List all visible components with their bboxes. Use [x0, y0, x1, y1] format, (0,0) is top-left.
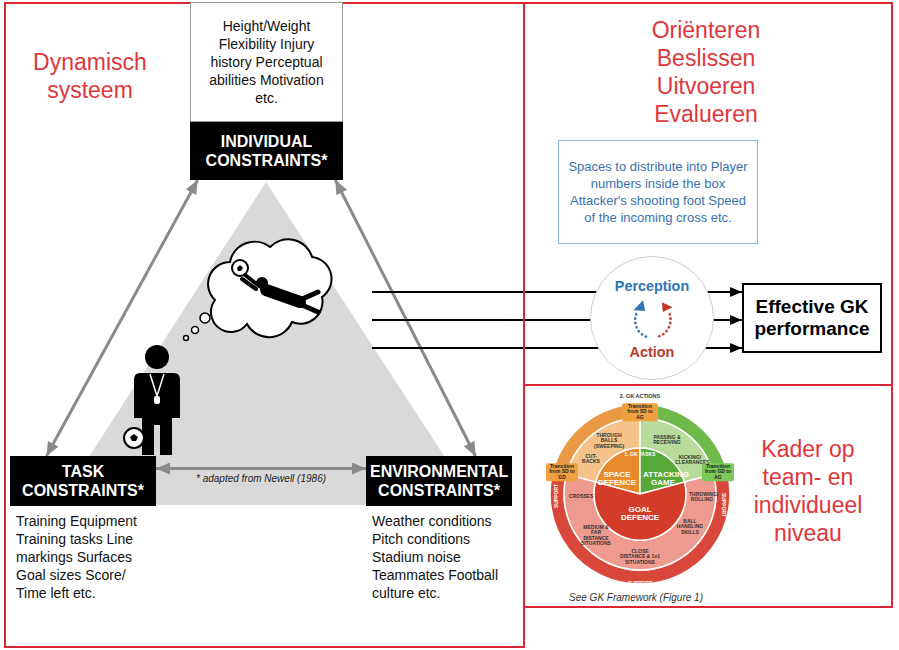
wheel-label: 1. GK TASKS — [620, 452, 660, 457]
wheel-label: Transition from SD to AG — [622, 403, 658, 421]
constraint-header: INDIVIDUAL CONSTRAINTS* — [190, 122, 343, 180]
wheel-label: 2. GK ACTIONS — [605, 394, 675, 400]
thought-bubble — [184, 239, 332, 340]
wheel-label: SUPPORT — [554, 481, 559, 511]
cycle-arrows — [591, 257, 713, 379]
wheel-label: SUPPORT — [720, 490, 725, 520]
wheel-label: SUPPORT — [625, 581, 655, 586]
wheel-label: CROSSES — [568, 494, 594, 499]
node-text: Oriënteren Beslissen Uitvoeren Evalueren — [631, 16, 781, 128]
node-text: Spaces to distribute into Player numbers… — [564, 158, 752, 226]
node-text: Training Equipment Training tasks Line m… — [16, 512, 150, 602]
node-text: Height/Weight Flexibility Injury history… — [197, 17, 336, 107]
wheel-sector — [550, 471, 730, 584]
constraint-list: Weather conditions Pitch conditions Stad… — [366, 506, 512, 640]
region-panel: Oriënteren Beslissen Uitvoeren Evalueren… — [523, 2, 893, 386]
wheel-label: CLOSE DISTANCE & 1v1 SITUATIONS — [620, 549, 660, 565]
constraint-header: TASK CONSTRAINTS* — [10, 456, 156, 506]
outcome-box: Effective GK performance — [742, 283, 882, 353]
wheel-label: BALL HANDLING SKILLS — [675, 519, 705, 535]
node-text: Kader op team- en individueel niveau — [746, 435, 870, 547]
connector-arrow — [47, 180, 198, 456]
gk-framework-wheel — [550, 404, 730, 584]
region-panel: Dynamisch systeem Height/Weight Flexibili… — [4, 2, 525, 648]
wheel-sector — [594, 482, 686, 540]
wheel-label: Transition from GD to AG — [702, 463, 734, 481]
edge-label: * adapted from Newell (1986) — [196, 473, 326, 485]
node-text: Weather conditions Pitch conditions Stad… — [372, 512, 506, 602]
wheel-label: CUT-BACKS — [578, 454, 604, 465]
wheel-label: THROWING/ ROLLING — [689, 492, 715, 503]
node-text: INDIVIDUAL CONSTRAINTS* — [194, 132, 339, 170]
perception-action-circle: PerceptionAction — [590, 256, 714, 380]
cue-box: Spaces to distribute into Player numbers… — [558, 140, 758, 244]
wheel-label: MEDIUM & FAR DISTANCE SITUATIONS — [580, 525, 612, 546]
node-text: Effective GK performance — [748, 296, 876, 340]
wheel-label: KICKING/ CLEARANCES — [675, 455, 705, 466]
constraint-list: Training Equipment Training tasks Line m… — [10, 506, 156, 640]
wheel-label: ATTACKING GAME — [643, 471, 683, 488]
wheel-label: GOAL DEFENCE — [612, 506, 668, 523]
wheel-label: Transition from SD to GD — [546, 463, 578, 481]
node-text: ENVIRONMENTAL CONSTRAINTS* — [370, 462, 508, 500]
wheel-label: PASSING & RECEIVING — [652, 435, 682, 446]
node-text: Perception — [591, 277, 713, 296]
figure-caption: See GK Framework (Figure 1) — [561, 593, 711, 604]
node-text: Action — [591, 343, 713, 362]
node-text: TASK CONSTRAINTS* — [14, 462, 152, 500]
connector-arrow — [156, 467, 366, 470]
coach-figure — [124, 345, 180, 455]
constraint-list: Height/Weight Flexibility Injury history… — [190, 2, 343, 122]
wheel-sector — [564, 474, 716, 570]
wheel-label: SPACE DEFENCE — [597, 471, 637, 488]
wheel-label: THROUGH BALLS (SWEEPING) — [594, 433, 624, 449]
connector-arrow — [335, 180, 475, 456]
constraint-header: ENVIRONMENTAL CONSTRAINTS* — [366, 456, 512, 506]
node-text: Dynamisch systeem — [20, 48, 160, 104]
